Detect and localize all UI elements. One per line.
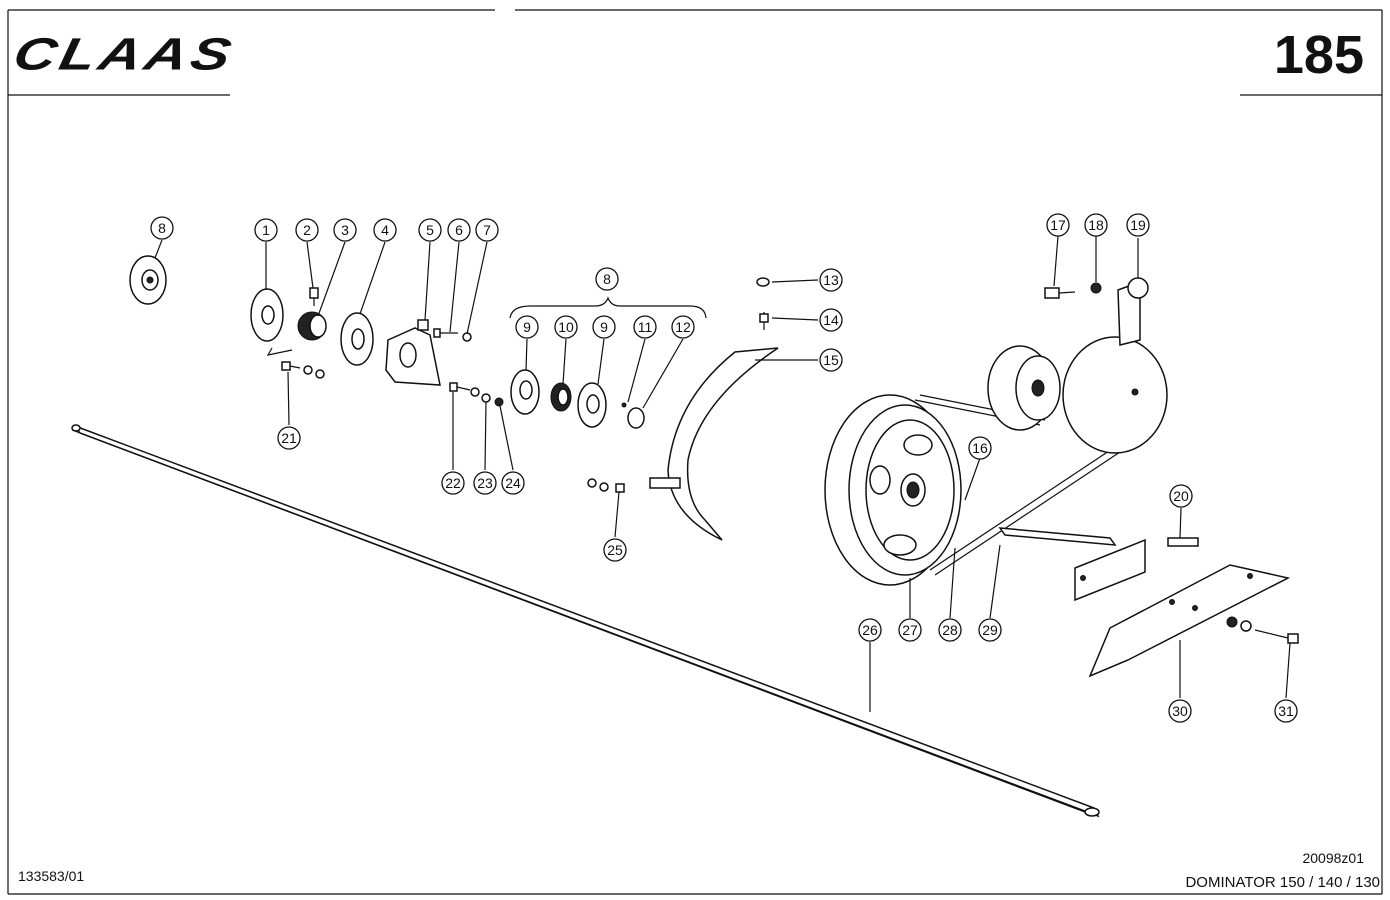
callout: 11 <box>633 315 657 339</box>
callout-label: 13 <box>823 272 839 288</box>
callout: 28 <box>938 618 962 642</box>
callout-label: 10 <box>558 319 574 335</box>
tensioner-pulley-part <box>987 277 1168 454</box>
callout: 1 <box>254 218 278 242</box>
support-rod-part <box>998 527 1146 602</box>
holder-bracket-part <box>1088 564 1291 678</box>
bracket-part <box>385 319 441 386</box>
callout-label: 17 <box>1050 217 1066 233</box>
callout: 19 <box>1126 213 1150 237</box>
callout: 6 <box>447 218 471 242</box>
callout: 30 <box>1168 699 1192 723</box>
callout: 15 <box>819 348 843 372</box>
callout: 16 <box>968 436 992 460</box>
callout-label: 19 <box>1130 217 1146 233</box>
callout-label: 6 <box>455 222 463 238</box>
callout-label: 27 <box>902 622 918 638</box>
callout-label: 7 <box>483 222 491 238</box>
page-frame <box>7 9 1383 895</box>
bolt-washer-nut-part <box>449 382 504 407</box>
callout: 9 <box>515 315 539 339</box>
callout-label: 18 <box>1088 217 1104 233</box>
model-name: DOMINATOR 150 / 140 / 130 <box>1185 874 1380 891</box>
page-number: 185 <box>1273 25 1364 85</box>
callout: 25 <box>603 538 627 562</box>
callout-label: 14 <box>823 312 839 328</box>
callout-label: 26 <box>862 622 878 638</box>
pin-part <box>1167 537 1199 547</box>
callout: 26 <box>858 618 882 642</box>
callout: 27 <box>898 618 922 642</box>
callout: 29 <box>978 618 1002 642</box>
diagram-code: 20098z01 <box>1302 850 1364 866</box>
callout: 14 <box>819 308 843 332</box>
grease-nipple-part <box>309 287 319 306</box>
callout: 13 <box>819 268 843 292</box>
bolt-part <box>1226 616 1299 644</box>
callout: 10 <box>554 315 578 339</box>
callout: 24 <box>501 471 525 495</box>
callout: 8 <box>595 267 619 291</box>
callout-label: 31 <box>1278 703 1294 719</box>
belt-guard-strap-part <box>587 277 779 541</box>
callout: 18 <box>1084 213 1108 237</box>
callout-label: 15 <box>823 352 839 368</box>
callout: 21 <box>277 426 301 450</box>
callout: 17 <box>1046 213 1070 237</box>
flange-part <box>340 312 374 366</box>
callout: 9 <box>592 315 616 339</box>
callout-label: 25 <box>607 542 623 558</box>
callout-label: 9 <box>523 319 531 335</box>
bearing-insert-part <box>297 311 327 341</box>
callout: 20 <box>1169 484 1193 508</box>
callout-label: 16 <box>972 440 988 456</box>
callout-label: 21 <box>281 430 297 446</box>
callout-label: 4 <box>381 222 389 238</box>
callout-label: 12 <box>675 319 691 335</box>
callout-label: 9 <box>600 319 608 335</box>
callout-label: 5 <box>426 222 434 238</box>
bolt-washer-nut-part <box>266 347 325 379</box>
bearing-assembly-part <box>509 296 707 429</box>
brand-logo: CLAAS <box>9 28 240 80</box>
callout-label: 28 <box>942 622 958 638</box>
callout-label: 29 <box>982 622 998 638</box>
callout-label: 22 <box>445 475 461 491</box>
callout: 31 <box>1274 699 1298 723</box>
callout-label: 23 <box>477 475 493 491</box>
drawing-number: 133583/01 <box>18 868 85 884</box>
callout-label: 8 <box>158 220 166 236</box>
callout: 3 <box>333 218 357 242</box>
shaft-part <box>71 424 1100 818</box>
callout-label: 8 <box>603 271 611 287</box>
callout-label: 24 <box>505 475 521 491</box>
callout-label: 3 <box>341 222 349 238</box>
callout-label: 30 <box>1172 703 1188 719</box>
callout: 7 <box>475 218 499 242</box>
callout: 2 <box>295 218 319 242</box>
callout-label: 11 <box>638 319 653 335</box>
callout: 5 <box>418 218 442 242</box>
large-pulley-part <box>824 394 962 586</box>
callout-label: 2 <box>303 222 311 238</box>
callout: 23 <box>473 471 497 495</box>
callout: 8 <box>150 216 174 240</box>
callout-label: 1 <box>262 222 270 238</box>
callout-label: 20 <box>1173 488 1189 504</box>
flange-part <box>250 288 284 342</box>
bearing-flange-part <box>129 255 167 305</box>
bolt-part <box>433 328 472 342</box>
leader-lines <box>154 235 1291 712</box>
callout: 22 <box>441 471 465 495</box>
callout: 4 <box>373 218 397 242</box>
callout: 12 <box>671 315 695 339</box>
